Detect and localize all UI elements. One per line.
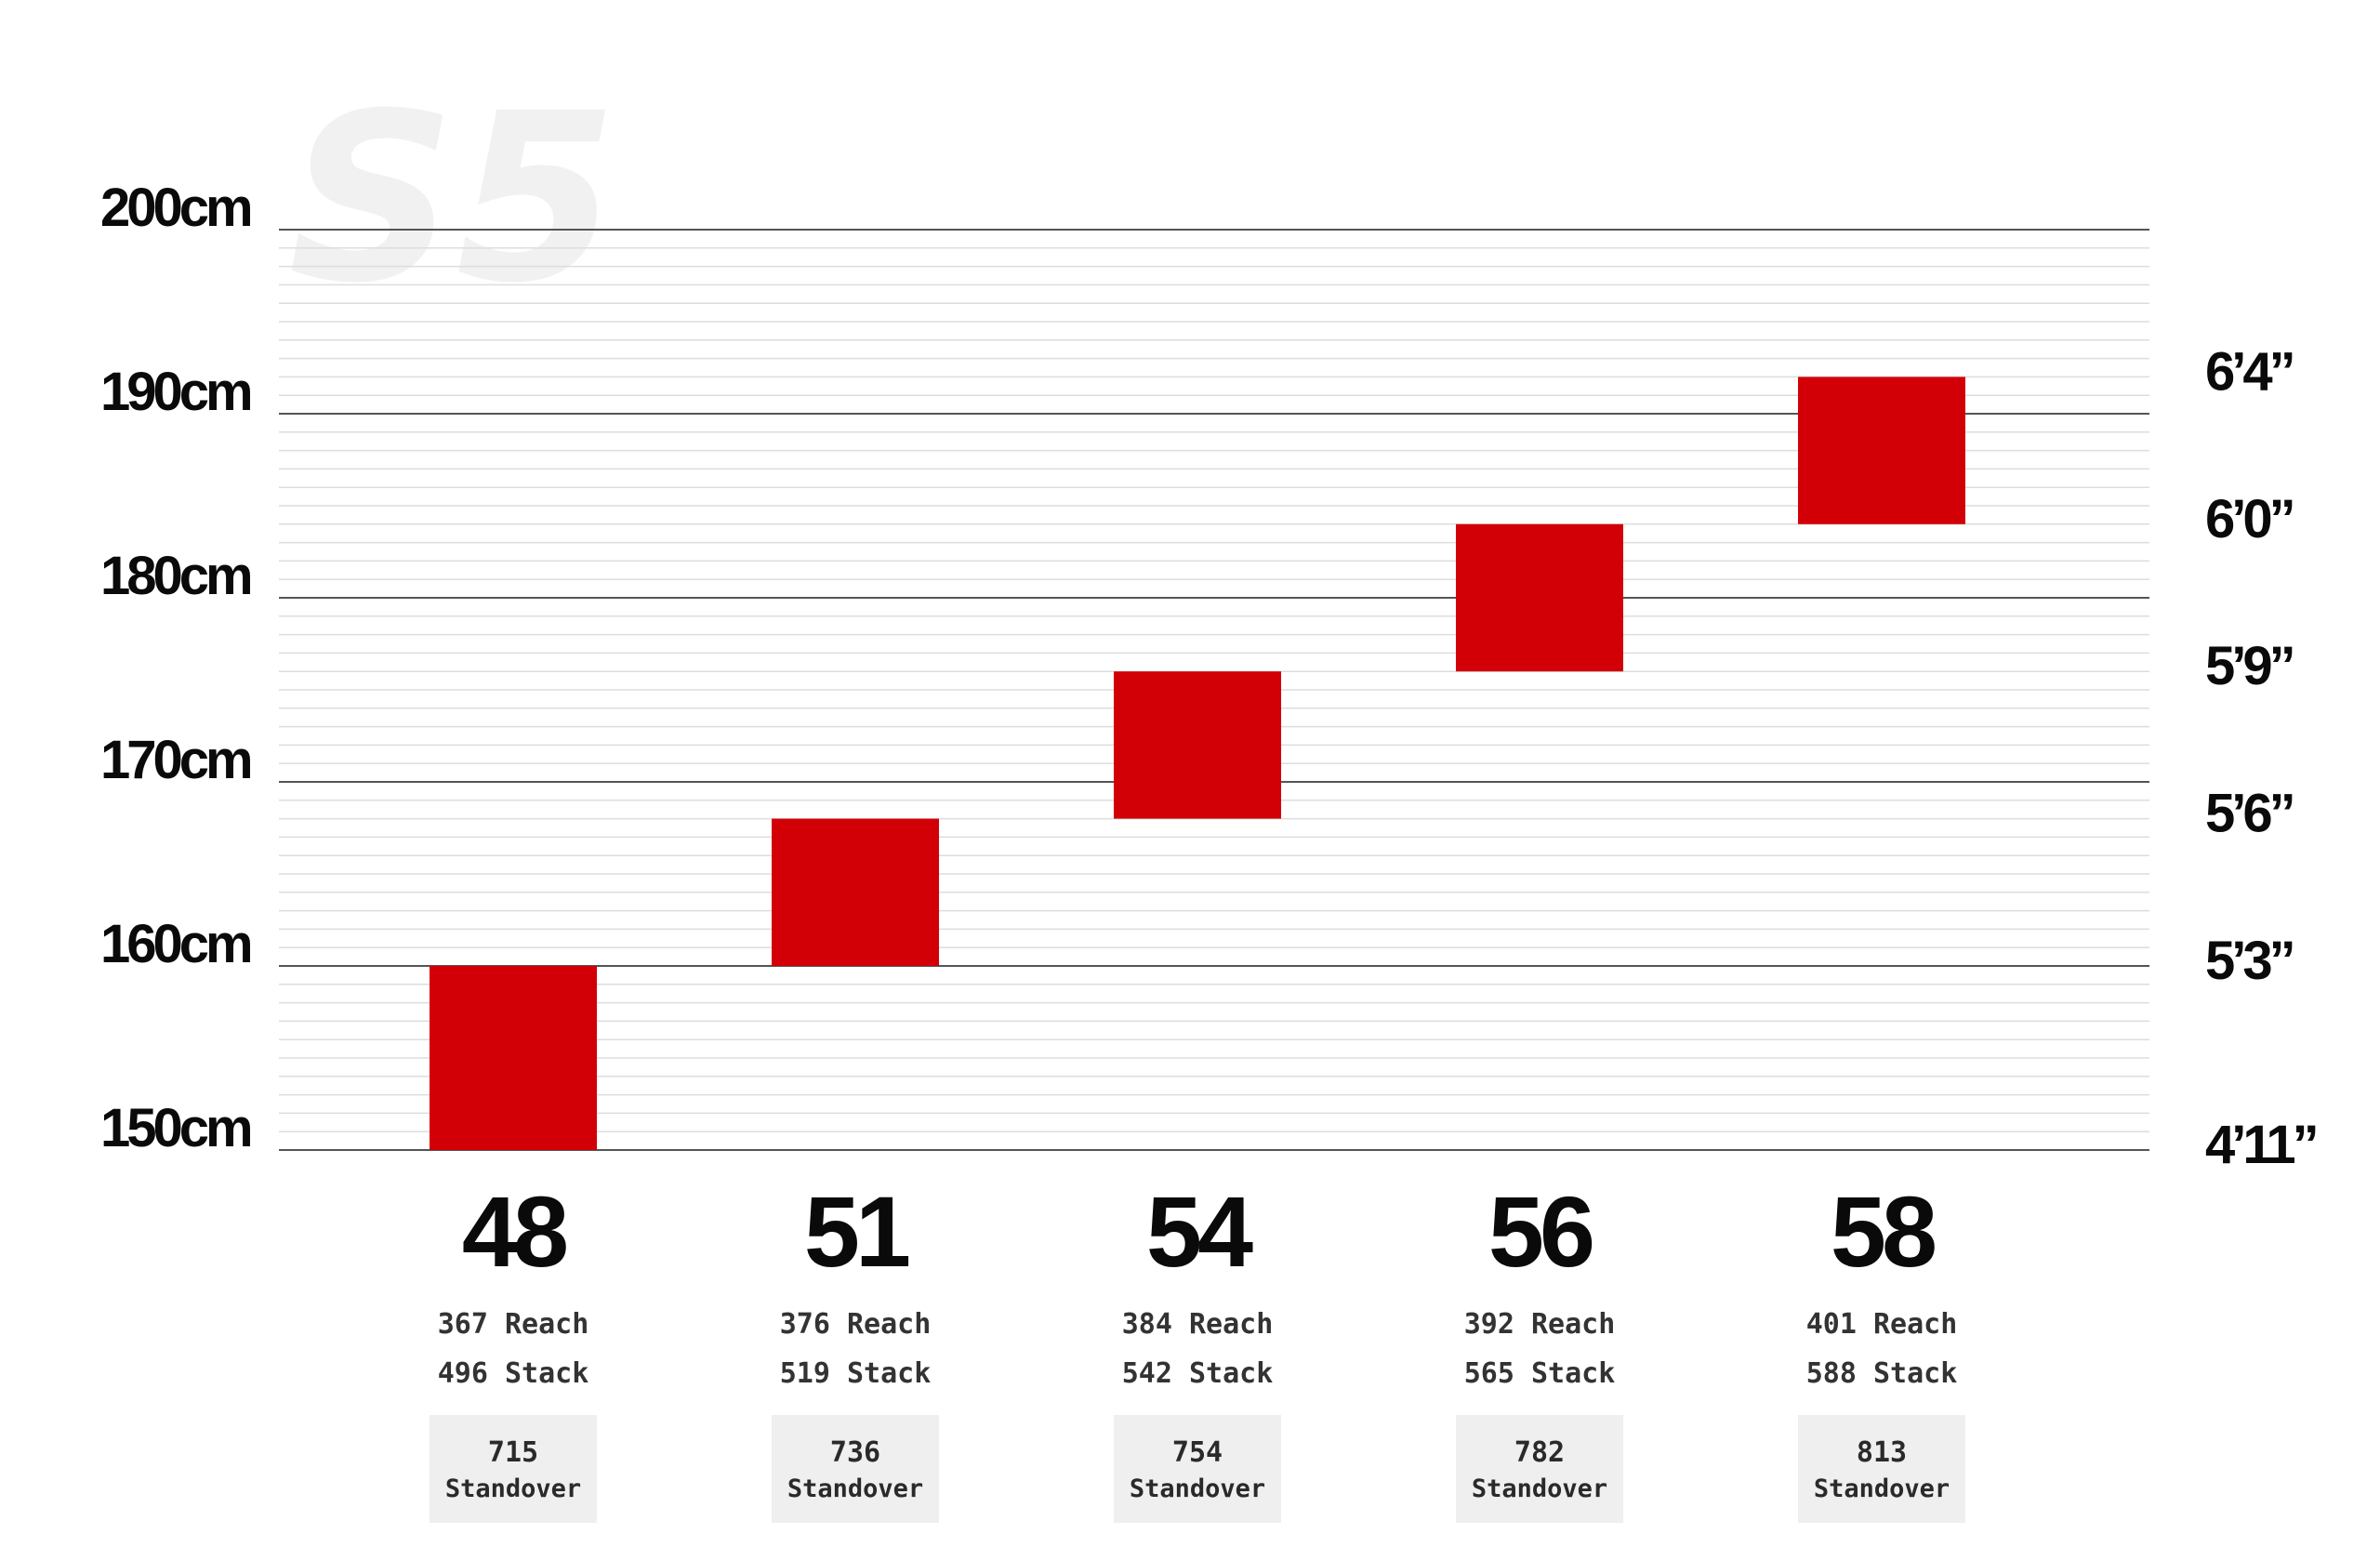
bars xyxy=(430,377,1965,1150)
range-bar xyxy=(1456,523,1623,672)
y-tick-label-right: 5’6” xyxy=(2205,784,2293,844)
y-tick-label-right: 5’9” xyxy=(2205,636,2293,696)
stack-text: 519 Stack xyxy=(780,1357,932,1390)
standover-value: 736 xyxy=(830,1436,880,1469)
standover-value: 754 xyxy=(1172,1436,1223,1469)
standover-box xyxy=(1456,1415,1623,1523)
standover-value: 782 xyxy=(1514,1436,1565,1469)
frame-size-label: 56 xyxy=(1488,1175,1593,1288)
y-tick-label-right: 4’11” xyxy=(2205,1115,2316,1175)
reach-text: 401 Reach xyxy=(1806,1308,1958,1341)
y-tick-label-left: 200cm xyxy=(100,178,250,238)
y-tick-label-left: 190cm xyxy=(100,362,250,422)
y-axis-left: 150cm 160cm 170cm 180cm 190cm 200cm xyxy=(100,178,254,1158)
standover-box xyxy=(1798,1415,1965,1523)
y-tick-label-left: 160cm xyxy=(100,914,250,974)
standover-label: Standover xyxy=(1472,1474,1607,1503)
y-axis-right: 4’11” 5’3” 5’6” 5’9” 6’0” 6’4” xyxy=(2205,341,2320,1175)
standover-box xyxy=(430,1415,597,1523)
standover-label: Standover xyxy=(445,1474,581,1503)
reach-text: 367 Reach xyxy=(438,1308,589,1341)
range-bar xyxy=(772,818,939,966)
range-bar xyxy=(1798,377,1965,524)
reach-text: 384 Reach xyxy=(1122,1308,1274,1341)
y-tick-label-left: 170cm xyxy=(100,730,250,790)
reach-text: 376 Reach xyxy=(780,1308,932,1341)
y-tick-label-right: 5’3” xyxy=(2205,931,2293,991)
standover-label: Standover xyxy=(1130,1474,1265,1503)
frame-size-label: 51 xyxy=(804,1175,909,1288)
y-tick-label-left: 150cm xyxy=(100,1098,250,1158)
y-tick-label-right: 6’0” xyxy=(2205,489,2293,549)
y-tick-label-right: 6’4” xyxy=(2205,341,2293,402)
range-bar xyxy=(1114,671,1281,819)
reach-text: 392 Reach xyxy=(1464,1308,1616,1341)
standover-value: 813 xyxy=(1857,1436,1907,1469)
stack-text: 565 Stack xyxy=(1464,1357,1616,1390)
range-bar xyxy=(430,966,597,1150)
y-tick-label-left: 180cm xyxy=(100,546,250,606)
standover-box xyxy=(772,1415,939,1523)
frame-size-label: 48 xyxy=(462,1175,566,1288)
stack-text: 588 Stack xyxy=(1806,1357,1958,1390)
frame-size-label: 58 xyxy=(1831,1175,1935,1288)
standover-label: Standover xyxy=(1814,1474,1950,1503)
frame-size-label: 54 xyxy=(1146,1175,1253,1288)
standover-box xyxy=(1114,1415,1281,1523)
stack-text: 542 Stack xyxy=(1122,1357,1274,1390)
standover-label: Standover xyxy=(787,1474,923,1503)
standover-value: 715 xyxy=(488,1436,538,1469)
watermark-logo: S5 xyxy=(288,63,617,334)
stack-text: 496 Stack xyxy=(438,1357,589,1390)
